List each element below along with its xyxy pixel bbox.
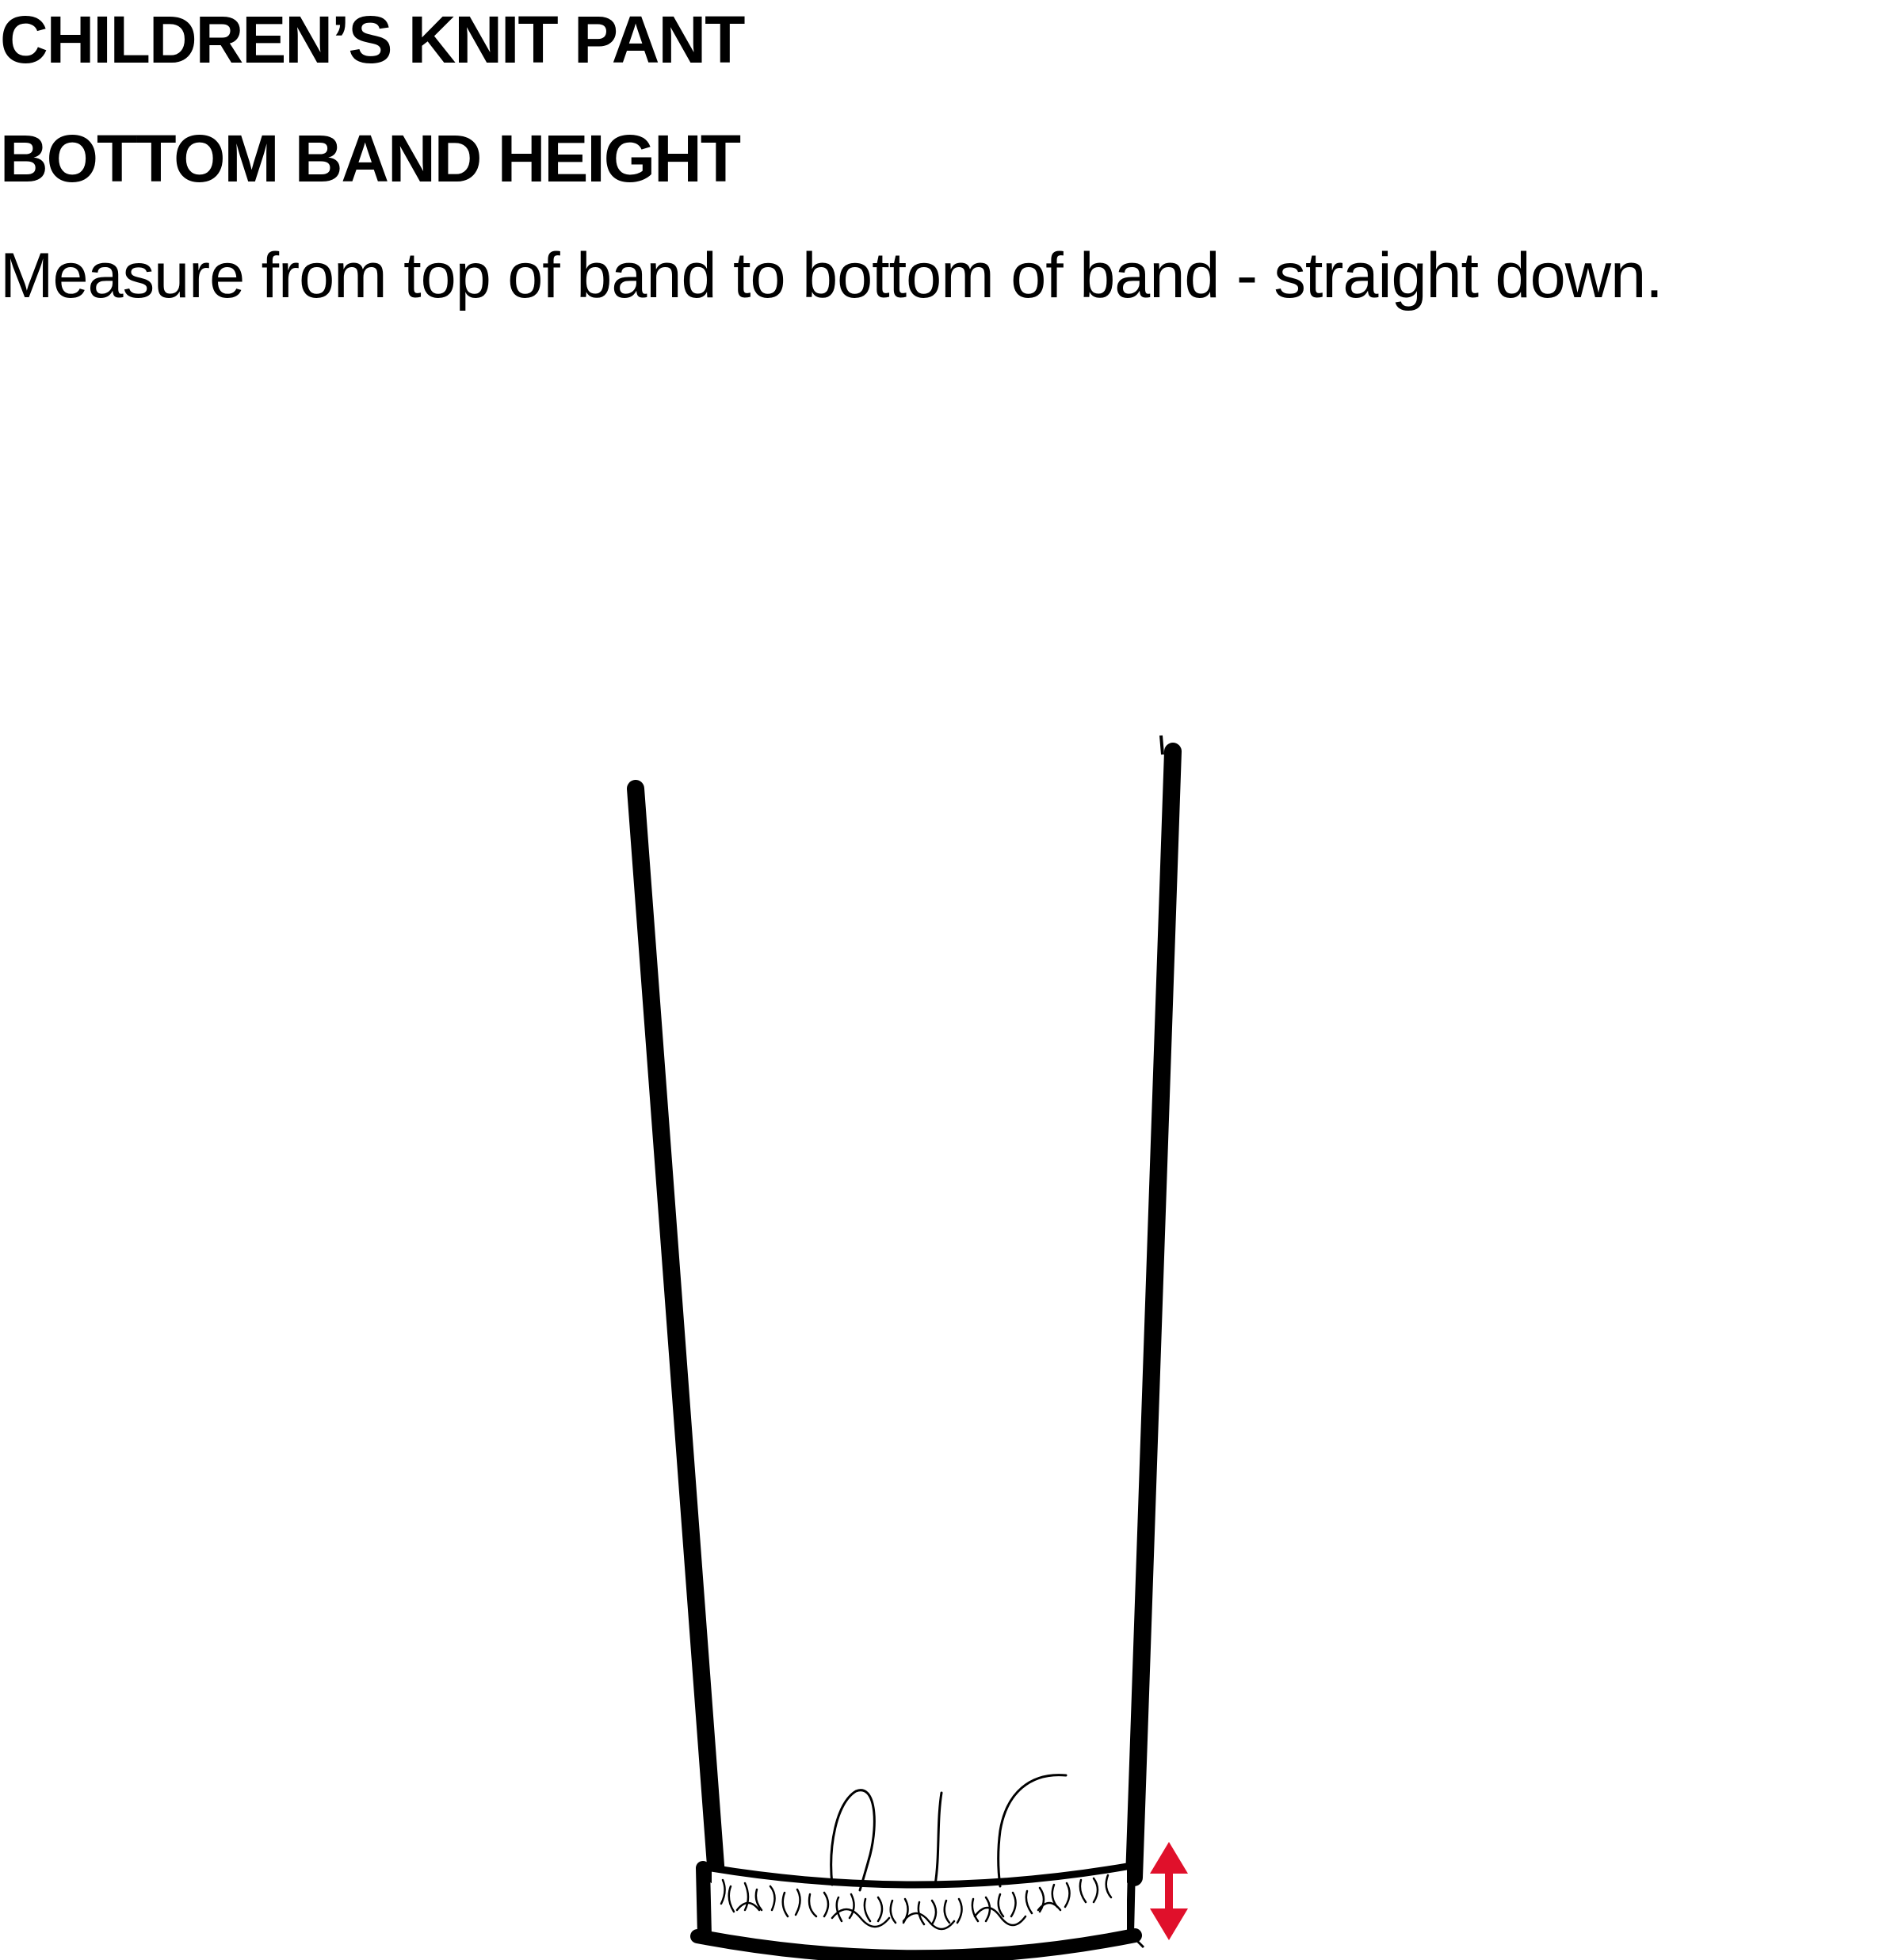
loose-thread-loop [830, 1789, 876, 1892]
band-left-side [696, 1861, 712, 1943]
arrow-head-down [1150, 1908, 1188, 1940]
pant-leg-right-edge [1125, 743, 1182, 1886]
page-subtitle: BOTTOM BAND HEIGHT [0, 121, 741, 196]
loose-threads [830, 1774, 1067, 1892]
arrow-head-up [1150, 1842, 1188, 1874]
measurement-instruction: Measure from top of band to bottom of ba… [0, 240, 1663, 311]
band-ribbing-loops [735, 1901, 1062, 1931]
double-headed-arrow-icon [1150, 1842, 1188, 1940]
pant-leg-left-edge [627, 780, 725, 1885]
band-right-side [1126, 1863, 1136, 1938]
band-top-seam [711, 1863, 1128, 1889]
arrow-shaft [1165, 1861, 1173, 1918]
loose-thread-curl [997, 1774, 1067, 1888]
loose-thread-line [934, 1791, 943, 1886]
pant-leg-outline [627, 735, 1182, 1949]
pant-leg-waist-tick [1159, 735, 1164, 755]
bottom-band [690, 1863, 1142, 1960]
page-title: CHILDREN’S KNIT PANT [0, 2, 745, 77]
band-bottom-edge [690, 1928, 1142, 1960]
